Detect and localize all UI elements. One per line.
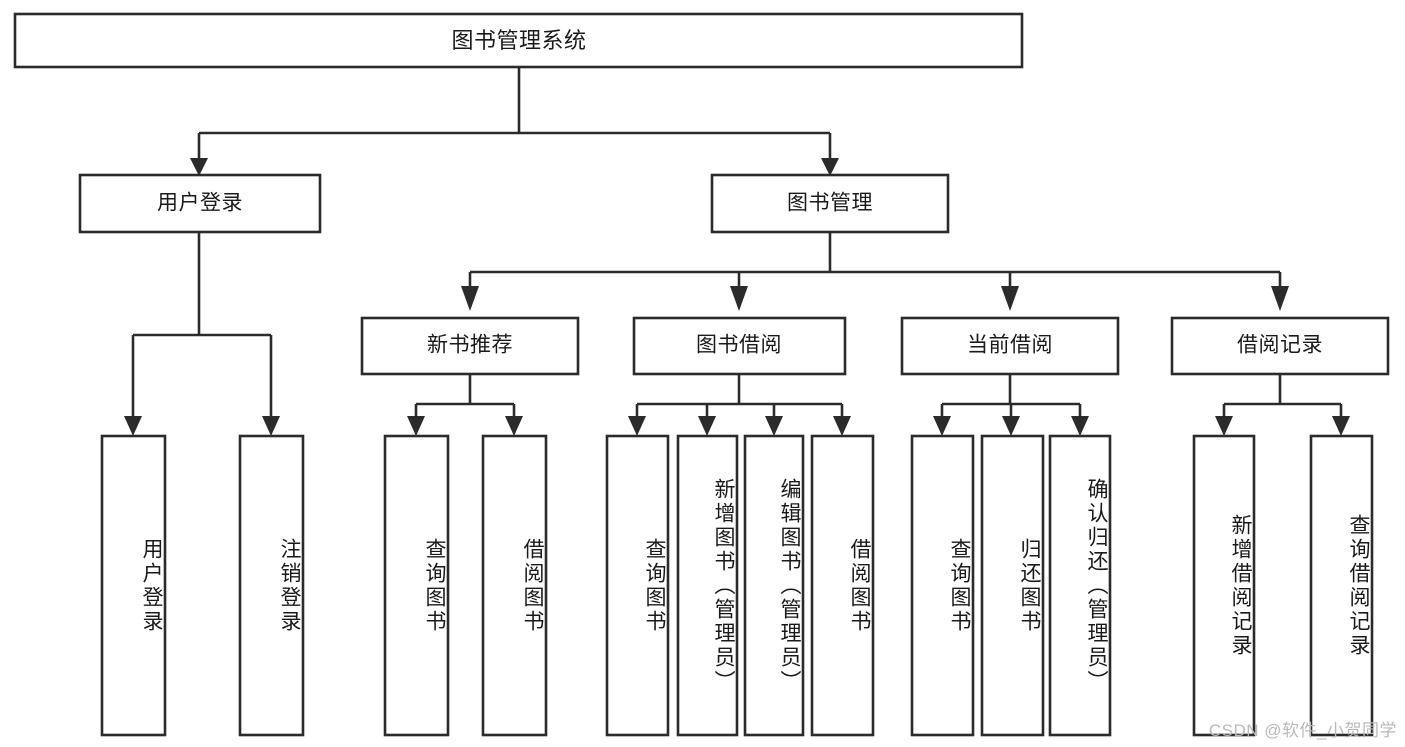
arrow-current-leaf-1 (933, 416, 951, 436)
node-leaf-confirm-return-admin[interactable] (1048, 434, 1112, 737)
arrow-borrow-leaf-4 (833, 416, 851, 436)
arrow-record-leaf-2 (1332, 416, 1350, 436)
node-current-borrow-label: 当前借阅 (967, 334, 1053, 357)
arrow-new-book-leaf-2 (505, 416, 523, 436)
arrow-root-to-user-login (190, 158, 208, 176)
node-layer: 图书管理系统 用户登录 图书管理 新书推荐 图书借阅 当前借阅 借阅记录 (13, 12, 1390, 737)
arrow-book-mgmt-to-current (1001, 286, 1019, 311)
arrow-user-login-leaf-2 (262, 416, 280, 436)
node-user-login[interactable] (78, 173, 322, 234)
arrow-current-leaf-3 (1071, 416, 1089, 436)
arrow-current-leaf-2 (1002, 416, 1020, 436)
node-current-borrow[interactable] (900, 316, 1120, 376)
csdn-watermark: CSDN @软件_小贺同学 (1208, 721, 1397, 740)
node-leaf-query-book-borrow[interactable] (605, 434, 670, 737)
connector-layer (124, 67, 1350, 436)
node-leaf-borrow-book-recommend[interactable] (481, 434, 548, 737)
node-user-login-label: 用户登录 (157, 192, 243, 215)
arrow-book-mgmt-to-record (1271, 286, 1289, 311)
node-book-borrow[interactable] (632, 316, 847, 376)
node-leaf-add-borrow-record[interactable] (1192, 434, 1256, 737)
node-book-borrow-label: 图书借阅 (696, 334, 782, 357)
node-new-book-recommend-label: 新书推荐 (427, 334, 513, 357)
arrow-new-book-leaf-1 (407, 416, 425, 436)
node-leaf-borrow-book[interactable] (810, 434, 875, 737)
node-leaf-query-book-recommend[interactable] (383, 434, 450, 737)
node-root-book-management-system[interactable] (13, 12, 1024, 69)
node-leaf-edit-book-admin[interactable] (743, 434, 805, 737)
node-borrow-record-label: 借阅记录 (1237, 334, 1323, 357)
arrow-borrow-leaf-3 (765, 416, 783, 436)
arrow-book-mgmt-to-borrow (730, 286, 748, 311)
arrow-book-mgmt-to-new-book (461, 286, 479, 311)
node-new-book-recommend[interactable] (360, 316, 580, 376)
arrow-borrow-leaf-2 (698, 416, 716, 436)
node-book-management[interactable] (710, 173, 950, 234)
node-leaf-return-book[interactable] (980, 434, 1045, 737)
arrow-user-login-leaf-1 (124, 416, 142, 436)
node-leaf-logout[interactable] (238, 434, 305, 737)
arrow-record-leaf-1 (1215, 416, 1233, 436)
node-leaf-add-book-admin[interactable] (676, 434, 739, 737)
node-book-management-label: 图书管理 (787, 192, 873, 215)
arrow-root-to-book-mgmt (821, 158, 839, 176)
arrow-borrow-leaf-1 (628, 416, 646, 436)
node-borrow-record[interactable] (1170, 316, 1390, 376)
node-root-label: 图书管理系统 (451, 28, 586, 53)
node-leaf-query-borrow-record[interactable] (1309, 434, 1374, 737)
node-leaf-user-login[interactable] (100, 434, 167, 737)
node-leaf-query-book-current[interactable] (910, 434, 975, 737)
